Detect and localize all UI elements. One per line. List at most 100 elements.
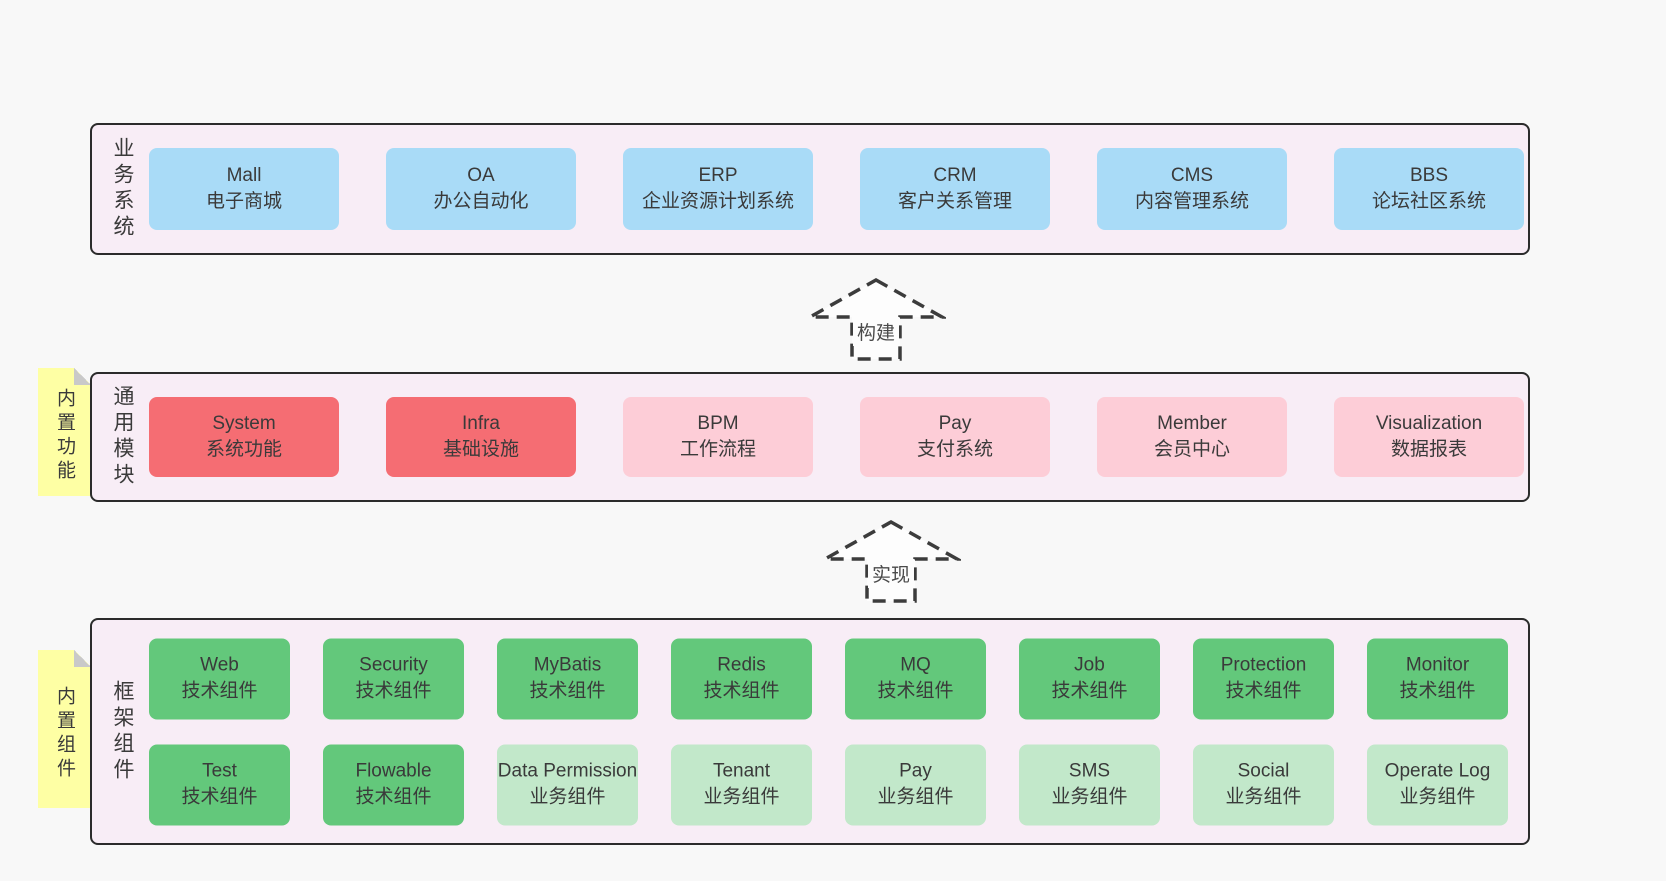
module-box: Tenant 业务组件 xyxy=(671,744,812,825)
module-type-label: 技术组件 xyxy=(181,786,258,808)
module-type-label: 技术组件 xyxy=(529,680,606,702)
module-type-label: 业务组件 xyxy=(1051,786,1128,808)
module-type-label: 数据报表 xyxy=(1390,439,1467,460)
framework-components-band: 框架组件 Web 技术组件 Security 技术组件 MyBatis 技术组件… xyxy=(90,618,1530,845)
sticky-note-label: 内置功能 xyxy=(54,387,75,484)
module-name: Pay xyxy=(899,760,932,782)
module-box: Test 技术组件 xyxy=(149,744,290,825)
module-grid: Mall 电子商城 OA 办公自动化 ERP 企业资源计划系统 CRM 客户关系… xyxy=(149,148,1524,230)
module-type-label: 工作流程 xyxy=(679,439,756,460)
build-arrow: 构建 xyxy=(806,277,946,362)
module-type-label: 技术组件 xyxy=(181,680,258,702)
module-box: CMS 内容管理系统 xyxy=(1097,148,1287,230)
module-box: Social 业务组件 xyxy=(1193,744,1334,825)
module-box: Protection 技术组件 xyxy=(1193,638,1334,719)
module-type-label: 技术组件 xyxy=(355,786,432,808)
module-box: MQ 技术组件 xyxy=(845,638,986,719)
module-name: Visualization xyxy=(1375,413,1483,434)
module-box: Visualization 数据报表 xyxy=(1334,397,1524,477)
module-name: CMS xyxy=(1170,165,1214,186)
module-name: Security xyxy=(359,654,428,676)
module-box: Operate Log 业务组件 xyxy=(1367,744,1508,825)
module-type-label: 技术组件 xyxy=(703,680,780,702)
module-name: Flowable xyxy=(355,760,432,782)
module-name: CRM xyxy=(933,165,977,186)
module-name: Redis xyxy=(717,654,766,676)
module-name: BPM xyxy=(697,413,739,434)
module-type-label: 电子商城 xyxy=(205,191,282,212)
module-type-label: 技术组件 xyxy=(877,680,954,702)
arrow-label: 实现 xyxy=(867,559,915,588)
module-type-label: 业务组件 xyxy=(877,786,954,808)
module-type-label: 办公自动化 xyxy=(433,191,529,212)
module-name: Web xyxy=(200,654,239,676)
module-box: Pay 业务组件 xyxy=(845,744,986,825)
sticky-note-built-in-components: 内置组件 xyxy=(38,650,91,808)
module-type-label: 业务组件 xyxy=(1399,786,1476,808)
module-type-label: 业务组件 xyxy=(703,786,780,808)
module-name: MyBatis xyxy=(533,654,602,676)
module-box: Pay 支付系统 xyxy=(860,397,1050,477)
module-box: MyBatis 技术组件 xyxy=(497,638,638,719)
module-grid: Web 技术组件 Security 技术组件 MyBatis 技术组件 Redi… xyxy=(149,638,1508,825)
band-label: 框架组件 xyxy=(111,679,134,784)
module-type-label: 基础设施 xyxy=(442,439,519,460)
business-systems-band: 业务系统 Mall 电子商城 OA 办公自动化 ERP 企业资源计划系统 CRM… xyxy=(90,123,1530,255)
module-name: Protection xyxy=(1220,654,1307,676)
module-name: Job xyxy=(1074,654,1105,676)
module-box: Monitor 技术组件 xyxy=(1367,638,1508,719)
module-type-label: 技术组件 xyxy=(1399,680,1476,702)
module-name: Social xyxy=(1237,760,1290,782)
module-box: System 系统功能 xyxy=(149,397,339,477)
module-name: SMS xyxy=(1068,760,1111,782)
module-type-label: 系统功能 xyxy=(205,439,282,460)
module-name: Tenant xyxy=(712,760,771,782)
module-box: SMS 业务组件 xyxy=(1019,744,1160,825)
module-name: MQ xyxy=(900,654,931,676)
module-name: Member xyxy=(1157,413,1227,434)
module-box: BBS 论坛社区系统 xyxy=(1334,148,1524,230)
module-box: Infra 基础设施 xyxy=(386,397,576,477)
module-box: Data Permission 业务组件 xyxy=(497,744,638,825)
module-type-label: 业务组件 xyxy=(1225,786,1302,808)
module-type-label: 客户关系管理 xyxy=(897,191,1012,212)
module-box: Web 技术组件 xyxy=(149,638,290,719)
implement-arrow: 实现 xyxy=(821,519,961,604)
module-type-label: 会员中心 xyxy=(1153,439,1230,460)
module-grid: System 系统功能 Infra 基础设施 BPM 工作流程 Pay 支付系统… xyxy=(149,397,1524,477)
band-label: 通用模块 xyxy=(111,385,134,489)
module-name: OA xyxy=(467,165,495,186)
module-name: ERP xyxy=(698,165,738,186)
module-box: Flowable 技术组件 xyxy=(323,744,464,825)
module-type-label: 内容管理系统 xyxy=(1134,191,1249,212)
module-name: BBS xyxy=(1409,165,1449,186)
module-name: Monitor xyxy=(1405,654,1470,676)
band-label: 业务系统 xyxy=(111,137,134,241)
module-box: Job 技术组件 xyxy=(1019,638,1160,719)
module-box: Mall 电子商城 xyxy=(149,148,339,230)
module-box: BPM 工作流程 xyxy=(623,397,813,477)
module-box: Member 会员中心 xyxy=(1097,397,1287,477)
module-name: Mall xyxy=(226,165,262,186)
module-type-label: 技术组件 xyxy=(1051,680,1128,702)
module-name: Test xyxy=(202,760,237,782)
module-name: Data Permission xyxy=(497,760,638,782)
module-type-label: 技术组件 xyxy=(355,680,432,702)
module-type-label: 业务组件 xyxy=(529,786,606,808)
module-name: System xyxy=(212,413,276,434)
folded-corner-icon xyxy=(74,650,91,667)
module-box: ERP 企业资源计划系统 xyxy=(623,148,813,230)
module-name: Operate Log xyxy=(1384,760,1491,782)
module-type-label: 支付系统 xyxy=(916,439,993,460)
module-box: Security 技术组件 xyxy=(323,638,464,719)
module-type-label: 技术组件 xyxy=(1225,680,1302,702)
sticky-note-built-in-features: 内置功能 xyxy=(38,368,91,496)
module-type-label: 论坛社区系统 xyxy=(1371,191,1486,212)
arrow-label: 构建 xyxy=(852,317,900,346)
module-box: Redis 技术组件 xyxy=(671,638,812,719)
module-box: CRM 客户关系管理 xyxy=(860,148,1050,230)
module-name: Pay xyxy=(938,413,972,434)
module-box: OA 办公自动化 xyxy=(386,148,576,230)
sticky-note-label: 内置组件 xyxy=(54,685,75,782)
